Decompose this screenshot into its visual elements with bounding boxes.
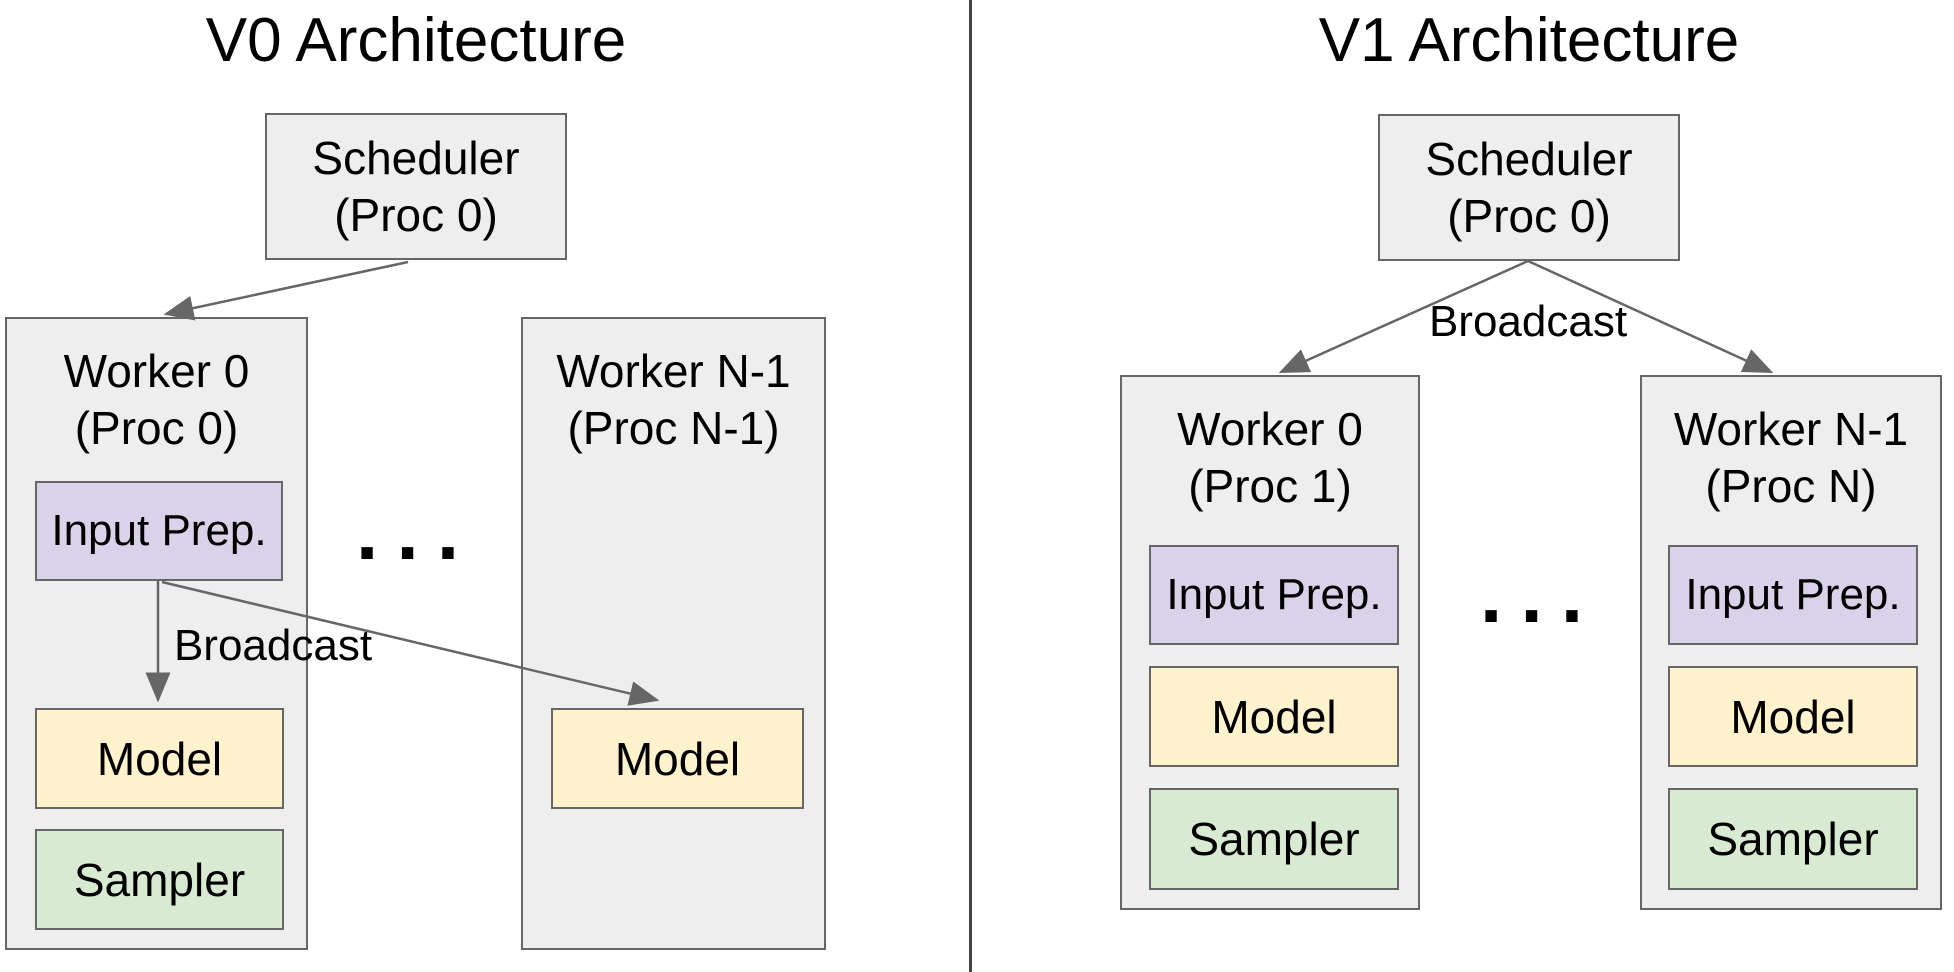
v1-workerN-model-box: Model bbox=[1668, 666, 1918, 767]
v1-workerN-label-line2: (Proc N) bbox=[1705, 460, 1877, 512]
v0-workerN-model-box: Model bbox=[551, 708, 804, 809]
v1-workerN-sampler-box: Sampler bbox=[1668, 788, 1918, 890]
v1-scheduler-box: Scheduler (Proc 0) bbox=[1378, 114, 1680, 261]
v0-workerN-label: Worker N-1 (Proc N-1) bbox=[523, 319, 824, 457]
v0-worker0-sampler-box: Sampler bbox=[35, 829, 284, 930]
v0-workerN-label-line2: (Proc N-1) bbox=[567, 402, 780, 454]
v1-workerN-label: Worker N-1 (Proc N) bbox=[1642, 377, 1940, 515]
panel-divider-line bbox=[969, 0, 972, 972]
v0-worker0-model-box: Model bbox=[35, 708, 284, 809]
v1-worker0-label: Worker 0 (Proc 1) bbox=[1122, 377, 1418, 515]
v1-worker0-label-line2: (Proc 1) bbox=[1188, 460, 1352, 512]
v1-worker0-box: Worker 0 (Proc 1) Input Prep. Model Samp… bbox=[1120, 375, 1420, 910]
v1-workerN-box: Worker N-1 (Proc N) Input Prep. Model Sa… bbox=[1640, 375, 1942, 910]
v0-panel-title: V0 Architecture bbox=[205, 6, 627, 75]
v1-panel-title: V1 Architecture bbox=[1318, 6, 1740, 75]
v1-scheduler-label-line2: (Proc 0) bbox=[1447, 189, 1611, 242]
v0-ellipsis-dots: . . . bbox=[356, 487, 459, 576]
v0-worker0-label-line2: (Proc 0) bbox=[74, 402, 239, 454]
v1-worker0-sampler-box: Sampler bbox=[1149, 788, 1399, 890]
v0-workerN-box: Worker N-1 (Proc N-1) Model bbox=[521, 317, 826, 950]
v0-scheduler-label-line2: (Proc 0) bbox=[334, 188, 498, 241]
v1-ellipsis-dots: . . . bbox=[1480, 550, 1583, 639]
v1-worker0-label-line1: Worker 0 bbox=[1177, 403, 1363, 455]
v0-worker0-input-prep-box: Input Prep. bbox=[35, 481, 283, 581]
v1-broadcast-label: Broadcast bbox=[1428, 297, 1628, 346]
v0-worker0-label-line1: Worker 0 bbox=[63, 345, 250, 397]
v0-broadcast-label: Broadcast bbox=[173, 621, 373, 670]
v0-workerN-label-line1: Worker N-1 bbox=[556, 345, 791, 397]
v1-scheduler-label-line1: Scheduler bbox=[1425, 132, 1633, 185]
v1-workerN-label-line1: Worker N-1 bbox=[1673, 403, 1909, 455]
v0-scheduler-to-worker0-arrow bbox=[163, 260, 409, 321]
v0-scheduler-label-line1: Scheduler bbox=[312, 131, 520, 184]
v1-worker0-model-box: Model bbox=[1149, 666, 1399, 767]
v1-worker0-input-prep-box: Input Prep. bbox=[1149, 545, 1399, 645]
v0-scheduler-box: Scheduler (Proc 0) bbox=[265, 113, 567, 260]
v1-workerN-input-prep-box: Input Prep. bbox=[1668, 545, 1918, 645]
v0-worker0-label: Worker 0 (Proc 0) bbox=[7, 319, 306, 457]
